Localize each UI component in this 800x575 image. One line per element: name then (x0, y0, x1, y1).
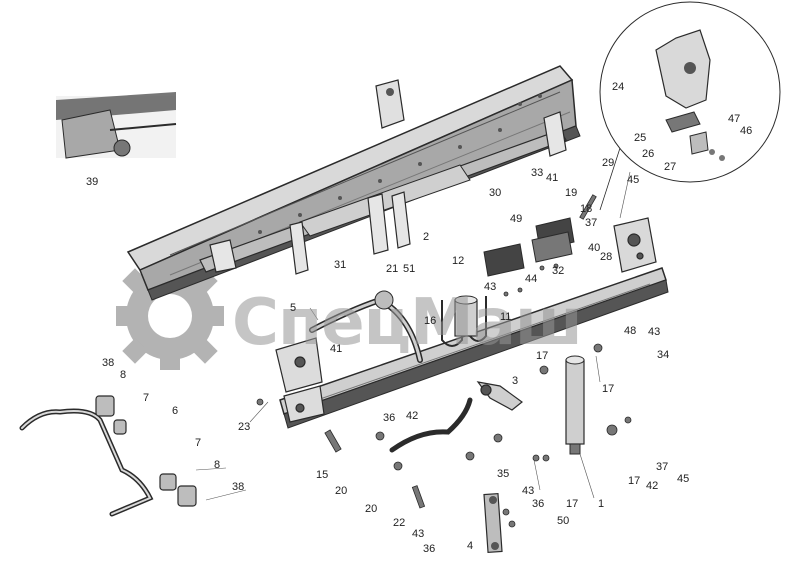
callout-22: 22 (393, 517, 406, 529)
callout-20-b: 20 (365, 503, 378, 515)
callout-35: 35 (497, 468, 510, 480)
watermark-text: СпецМаш (232, 286, 583, 360)
callout-50: 50 (557, 515, 570, 527)
callout-34: 34 (657, 349, 670, 361)
callout-27: 27 (664, 161, 677, 173)
callout-43-mid: 43 (484, 281, 497, 293)
callout-6: 6 (172, 405, 179, 417)
callout-47: 47 (728, 113, 741, 125)
callout-18: 18 (580, 203, 593, 215)
callout-37-bottom: 37 (656, 461, 669, 473)
callout-46: 46 (740, 125, 753, 137)
callout-38-top: 38 (102, 357, 115, 369)
callout-31: 31 (334, 259, 347, 271)
lever-3 (476, 381, 523, 411)
rail-shackles (209, 111, 567, 275)
callout-33: 33 (531, 167, 544, 179)
lower-rail-brackets (275, 337, 325, 423)
callout-41-mid: 41 (330, 343, 343, 355)
callout-28: 28 (600, 251, 613, 263)
callout-29: 29 (602, 157, 615, 169)
callout-7-top: 7 (143, 392, 150, 404)
callout-2: 2 (423, 231, 430, 243)
callout-49: 49 (510, 213, 523, 225)
callout-32: 32 (552, 265, 565, 277)
callout-19: 19 (565, 187, 578, 199)
arm-bushing (374, 290, 394, 310)
callout-1: 1 (598, 498, 605, 510)
callout-15: 15 (316, 469, 329, 481)
callout-3: 3 (512, 375, 519, 387)
rail-top-bracket (375, 79, 405, 129)
callout-17-a: 17 (536, 350, 549, 362)
stabilizer-bushings (95, 395, 197, 507)
callout-43-right: 43 (648, 326, 661, 338)
callout-24: 24 (612, 81, 625, 93)
callout-43-lower: 43 (522, 485, 535, 497)
callout-41-top: 41 (546, 172, 559, 184)
callout-42-bottom: 42 (646, 480, 659, 492)
bump-stops (483, 217, 575, 277)
fasteners (256, 194, 632, 528)
vertical-link (483, 492, 503, 554)
stabilizer-bar (19, 408, 154, 517)
callout-17-c: 17 (566, 498, 579, 510)
callout-48: 48 (624, 325, 637, 337)
callout-44: 44 (525, 273, 538, 285)
stabilizer-bar-highlight (21, 410, 152, 515)
callout-8-top: 8 (120, 369, 127, 381)
callout-39: 39 (86, 176, 99, 188)
callout-20-a: 20 (335, 485, 348, 497)
callout-38-bottom: 38 (232, 481, 245, 493)
lower-link (389, 397, 473, 453)
callout-12: 12 (452, 255, 465, 267)
callout-36-mid: 36 (383, 412, 396, 424)
callout-26: 26 (642, 148, 655, 160)
watermark-gear-icon (116, 262, 224, 370)
leader-lines (195, 171, 631, 501)
callout-30: 30 (489, 187, 502, 199)
callout-23: 23 (238, 421, 251, 433)
callout-51: 51 (403, 263, 416, 275)
callout-11: 11 (500, 311, 512, 323)
callout-42-mid: 42 (406, 410, 419, 422)
callout-25: 25 (634, 132, 647, 144)
detail-39-inset (56, 92, 177, 159)
callout-17-b: 17 (602, 383, 615, 395)
callout-36-bottom: 36 (423, 543, 436, 555)
callout-17-d: 17 (628, 475, 641, 487)
callout-7-bottom: 7 (195, 437, 202, 449)
detail-circle-inset (599, 1, 781, 211)
shock-absorber (565, 355, 585, 455)
spring-clamp (454, 295, 478, 337)
callout-16: 16 (424, 315, 437, 327)
callout-4: 4 (467, 540, 474, 552)
lower-frame-rail (279, 267, 669, 429)
spring-bracket-right (613, 217, 657, 273)
callout-8-bottom: 8 (214, 459, 221, 471)
callout-43-bottom: 43 (412, 528, 425, 540)
callout-36-lower: 36 (532, 498, 545, 510)
callout-21: 21 (386, 263, 399, 275)
callout-37-top: 37 (585, 217, 598, 229)
callout-40: 40 (588, 242, 601, 254)
callout-45-bottom: 45 (677, 473, 690, 485)
callout-5: 5 (290, 302, 297, 314)
callout-45-top: 45 (627, 174, 640, 186)
